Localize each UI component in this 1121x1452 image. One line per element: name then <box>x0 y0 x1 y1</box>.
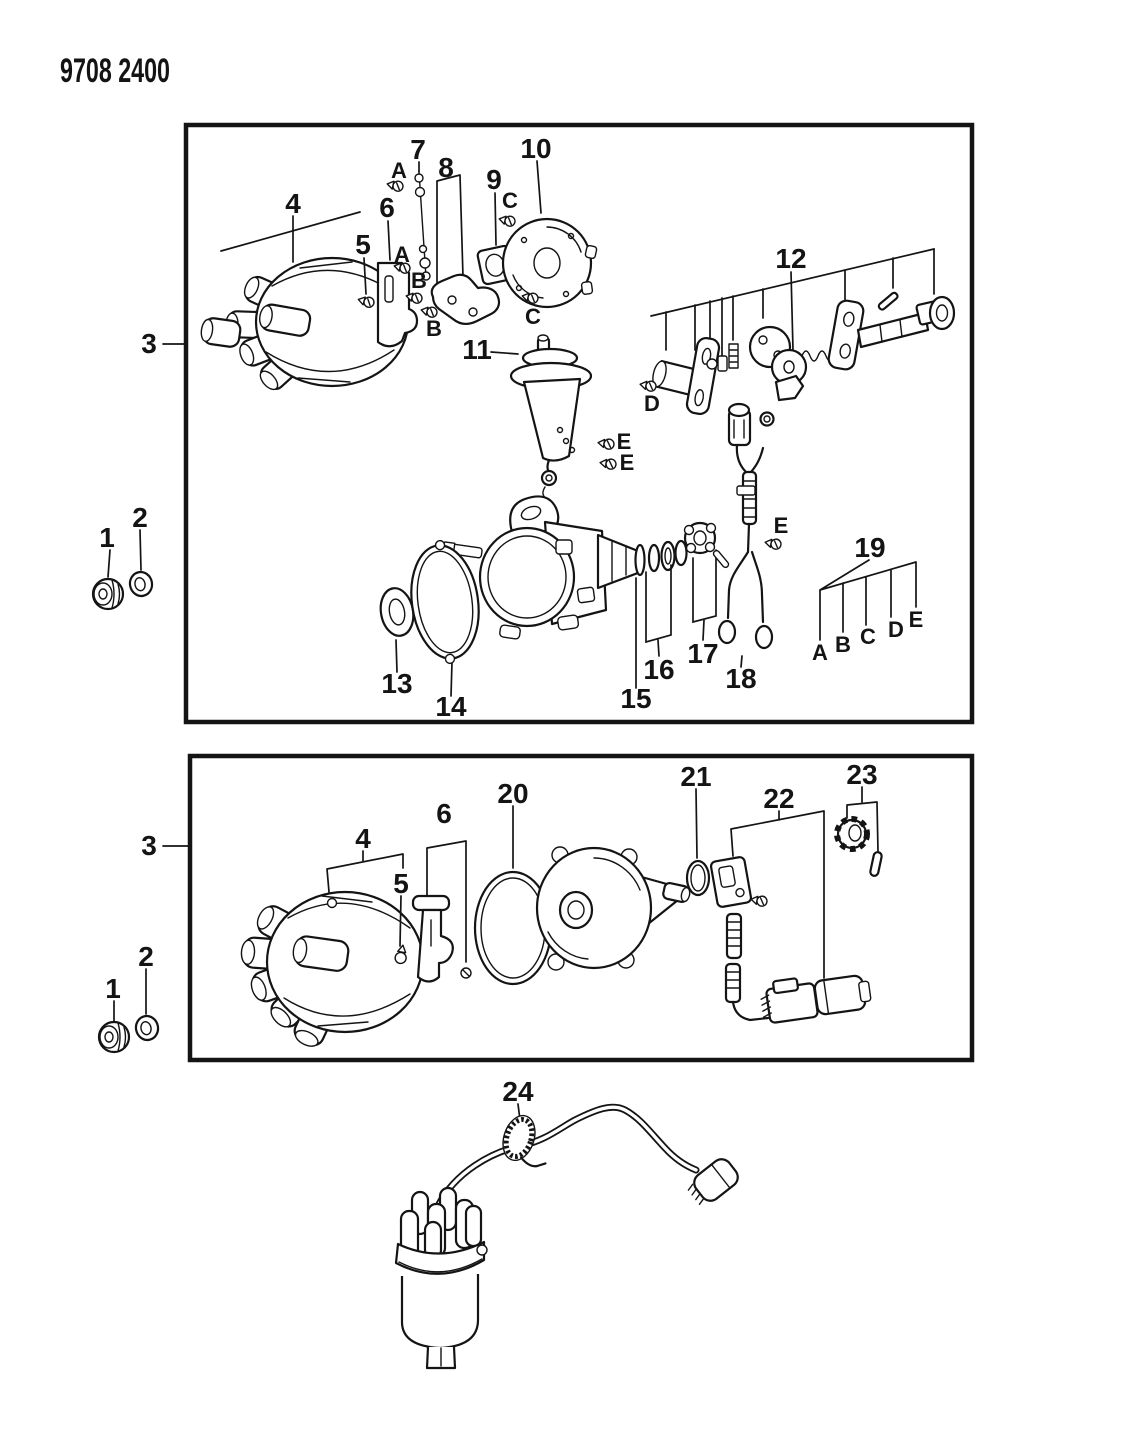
callout-B2: B <box>426 316 442 341</box>
link-rod: 7 <box>410 134 431 281</box>
callout-19: 19 <box>854 532 885 563</box>
shaft-oring: 21 <box>680 761 712 897</box>
legend-E: E <box>909 607 924 632</box>
callout-21: 21 <box>680 761 711 792</box>
callout-8: 8 <box>438 152 454 183</box>
nut <box>91 577 125 611</box>
callout-E3: E <box>774 513 789 538</box>
rotor-lower: 6 <box>411 798 472 983</box>
distributor-body <box>535 846 691 971</box>
oil-seal: 13 <box>379 587 415 699</box>
callout-18: 18 <box>725 663 756 694</box>
vacuum-advance: 11 <box>462 334 593 500</box>
coupling: 17 <box>683 521 730 669</box>
callout-13: 13 <box>381 668 412 699</box>
thrust-washers: 15 16 <box>620 539 688 714</box>
callout-2b: 2 <box>138 941 154 972</box>
distributor-with-lead: 24 <box>394 1076 739 1370</box>
lead-clamp <box>502 1114 547 1168</box>
callout-A2: A <box>394 242 410 267</box>
distributor-cap-upper: 4 <box>200 188 410 396</box>
callout-15: 15 <box>620 683 651 714</box>
upper-assembly-box: 3 1 2 4 5 6 <box>91 122 975 725</box>
cap-gasket: 20 <box>473 778 553 986</box>
page-code: 9708 2400 <box>60 52 170 90</box>
callout-20: 20 <box>497 778 528 809</box>
shaft-assembly: 12 D <box>638 243 956 416</box>
ignition-lead <box>434 1103 700 1210</box>
washer <box>126 568 156 600</box>
cap-screw-b <box>394 944 407 965</box>
pickup-harness: 18 E <box>717 402 789 694</box>
callout-2: 2 <box>132 502 148 533</box>
legend-C: C <box>860 624 876 649</box>
legend-D: D <box>888 617 904 642</box>
callout-17: 17 <box>687 638 718 669</box>
screw-e1 <box>596 436 616 451</box>
legend-19: 19 A B C D E <box>812 532 923 665</box>
callout-1b: 1 <box>105 973 121 1004</box>
callout-12: 12 <box>775 243 806 274</box>
screw-e3 <box>763 536 783 551</box>
rotor-upper: 6 <box>376 192 419 348</box>
callout-6: 6 <box>379 192 395 223</box>
callout-B1: B <box>411 268 427 293</box>
callout-C1: C <box>502 188 518 213</box>
legend-A: A <box>812 640 828 665</box>
callout-3: 3 <box>141 328 157 359</box>
callout-D: D <box>644 391 660 416</box>
housing-gasket: 14 <box>410 539 480 722</box>
lower-box-frame <box>187 753 975 1063</box>
callout-A1: A <box>391 158 407 183</box>
callout-9: 9 <box>486 164 502 195</box>
callout-10: 10 <box>520 133 551 164</box>
callout-24: 24 <box>502 1076 534 1107</box>
callout-16: 16 <box>643 654 674 685</box>
lower-assembly-box: 3 1 2 4 5 6 <box>97 753 975 1063</box>
callout-23: 23 <box>846 759 877 790</box>
legend-B: B <box>835 632 851 657</box>
callout-3b: 3 <box>141 830 157 861</box>
distributor-cap-lower: 4 <box>239 823 425 1052</box>
screw-e2 <box>598 456 618 471</box>
upper-box-frame <box>183 122 975 725</box>
callout-11: 11 <box>462 334 492 365</box>
callout-E2: E <box>620 450 635 475</box>
lead-connector <box>687 1158 739 1206</box>
washer-b <box>132 1012 162 1044</box>
callout-E1: E <box>617 429 632 454</box>
callout-4: 4 <box>285 188 301 219</box>
callout-1: 1 <box>99 522 115 553</box>
distributor-housing <box>440 495 645 640</box>
callout-C2: C <box>525 304 541 329</box>
breaker-plate: 10 <box>501 133 598 309</box>
callout-5b: 5 <box>393 868 409 899</box>
sensor-harness: 22 <box>709 783 872 1024</box>
sensor-screw <box>749 893 769 908</box>
support-bracket: 8 <box>430 152 501 325</box>
terminal-boot <box>200 317 242 348</box>
drive-gear: 23 <box>834 759 883 877</box>
callout-4b: 4 <box>355 823 371 854</box>
callout-7: 7 <box>410 134 426 165</box>
screw-c1 <box>497 213 517 228</box>
callout-6b: 6 <box>436 798 452 829</box>
callout-5: 5 <box>355 229 371 260</box>
nut-b <box>97 1020 131 1054</box>
callout-22: 22 <box>763 783 794 814</box>
distributor-unit <box>394 1186 488 1370</box>
callout-14: 14 <box>435 691 467 722</box>
